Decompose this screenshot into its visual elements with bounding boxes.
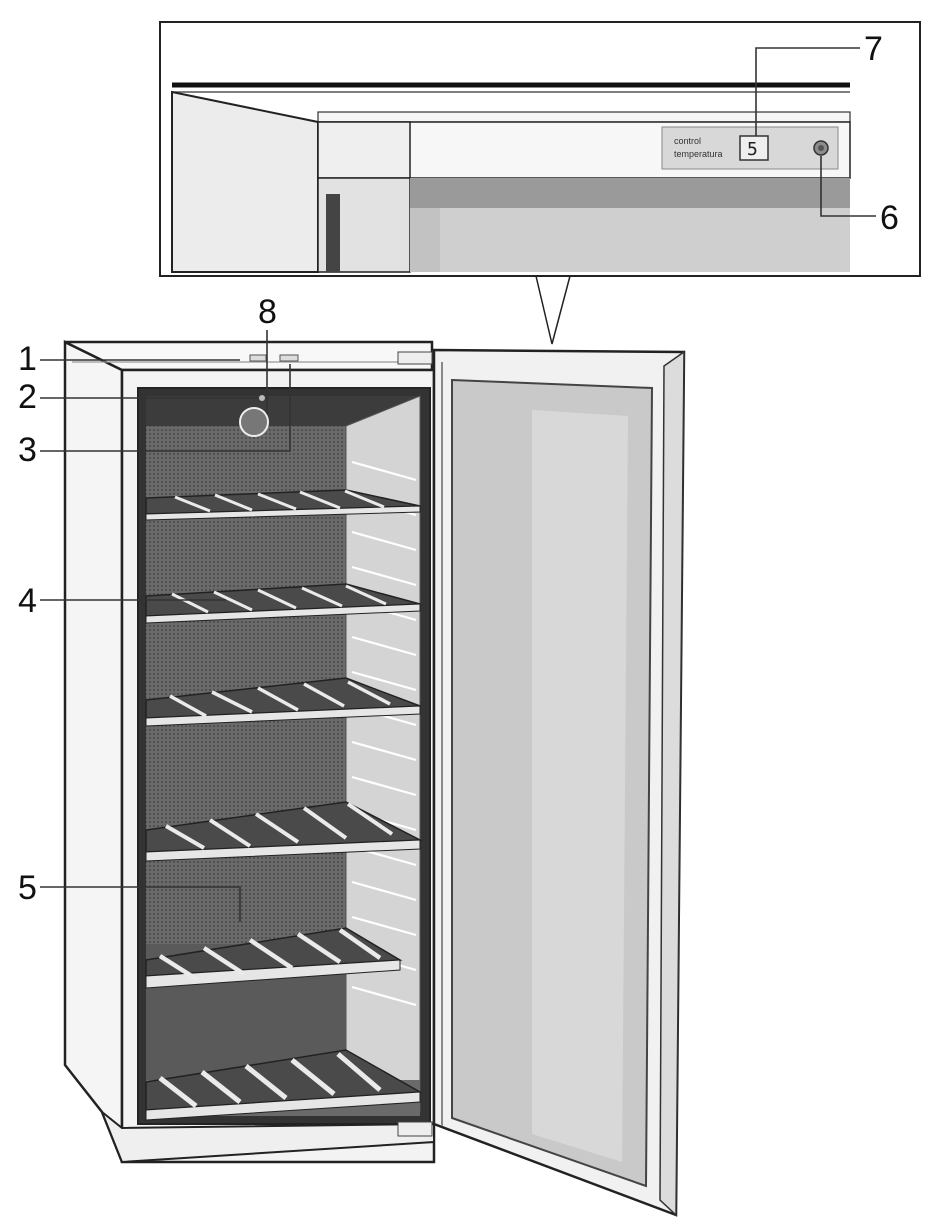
interior-back-wall <box>146 396 346 944</box>
callout-5: 5 <box>18 869 37 907</box>
top-hinge <box>397 351 433 365</box>
leader-3 <box>40 364 291 452</box>
callout-7: 7 <box>864 30 883 68</box>
leader-7 <box>755 47 860 136</box>
inset-top-trim <box>317 111 851 123</box>
shelf-3 <box>145 677 421 727</box>
inset-left-post-slot <box>326 194 340 272</box>
callout-3: 3 <box>18 431 37 469</box>
leader-5 <box>40 886 241 922</box>
bottom-hinge <box>397 1121 433 1137</box>
callout-2: 2 <box>18 378 37 416</box>
glass-door-edge <box>659 350 685 1217</box>
temperature-display-value: 5 <box>747 139 758 160</box>
callout-6: 6 <box>880 199 899 237</box>
shelf-4 <box>145 801 423 862</box>
interior-ceiling <box>146 396 420 426</box>
callout-8: 8 <box>258 293 277 331</box>
interior-light-icon <box>239 407 269 437</box>
shelf-2 <box>145 583 421 624</box>
temperature-sensor-icon <box>259 395 265 401</box>
inset-interior-top-shadow <box>410 178 850 208</box>
inset-cabinet-side <box>171 90 319 273</box>
top-control-button-a[interactable] <box>249 354 267 362</box>
callout-1: 1 <box>18 340 37 378</box>
panel-label-control: control <box>674 136 701 146</box>
inset-corner-block <box>317 121 411 179</box>
top-control-button-b[interactable] <box>279 354 299 362</box>
wine-cooler-cabinet <box>63 339 686 1217</box>
control-knob-center <box>818 145 824 151</box>
leader-6 <box>820 156 876 217</box>
callouts: 8 1 2 3 4 5 <box>18 293 291 922</box>
panel-label-temperatura: temperatura <box>674 149 723 159</box>
shelf-5 <box>145 927 403 989</box>
shelf-1 <box>145 489 421 521</box>
bottom-shelf <box>145 1049 423 1121</box>
cabinet-base <box>99 1108 435 1164</box>
cabinet-left-side <box>63 339 124 1163</box>
zoom-pointer <box>535 275 571 345</box>
callout-4: 4 <box>18 582 37 620</box>
glass-door-highlight <box>532 410 628 1162</box>
cabinet-top <box>64 340 434 372</box>
temperature-display <box>739 135 769 161</box>
zoom-inset: control temperatura 5 7 6 <box>159 21 921 277</box>
inset-interior-inner <box>440 208 850 272</box>
